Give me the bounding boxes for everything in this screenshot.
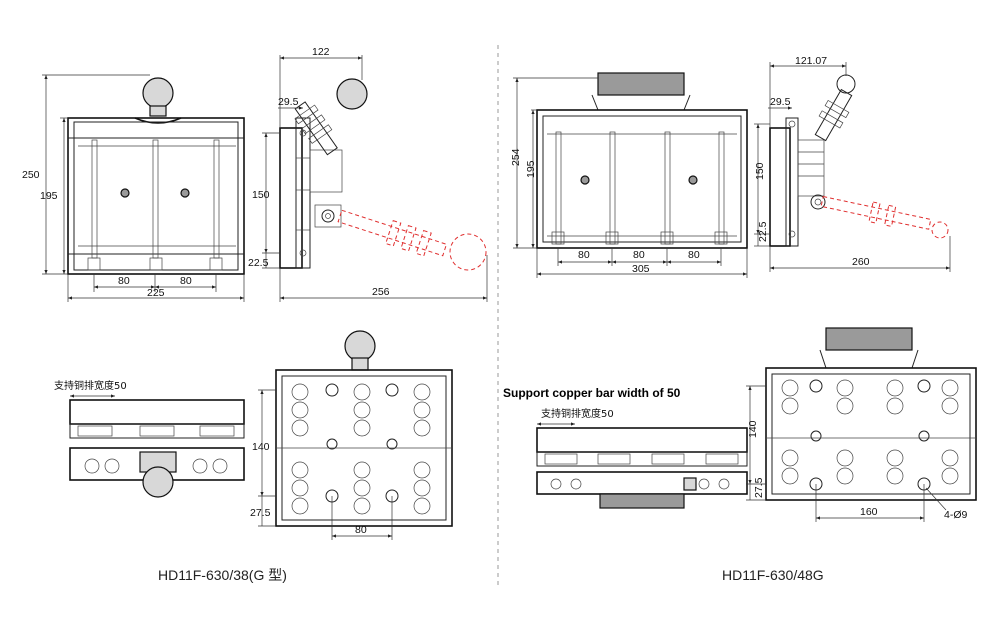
rs-dim-sweep-width: 260 — [852, 256, 870, 268]
rf-dim-pitch-2: 80 — [633, 249, 645, 261]
right-bottom-view: Support copper bar width of 50 支持铜排宽度50 — [503, 386, 748, 509]
side-dim-offset-top: 29.5 — [278, 96, 299, 108]
rs-dim-offset-top: 29.5 — [770, 96, 791, 108]
rf-dim-height-body: 195 — [525, 160, 537, 178]
right-copper-note: 支持铜排宽度50 — [541, 407, 614, 420]
left-front-view: 250 195 80 80 225 — [22, 74, 245, 302]
right-rear-view: 140 27.5 160 4-Ø9 — [746, 327, 977, 522]
left-rear-view: 140 27.5 80 — [250, 330, 453, 540]
right-front-view: 254 195 80 80 80 305 — [510, 72, 748, 278]
rf-dim-height-total: 254 — [510, 148, 522, 166]
dim-pitch-2: 80 — [180, 275, 192, 287]
side-dim-offset-bottom: 22.5 — [248, 257, 269, 269]
rr-dim-holes: 4-Ø9 — [944, 509, 968, 521]
right-model-caption: HD11F-630/48G — [722, 567, 824, 583]
left-model-caption: HD11F-630/38(G 型) — [158, 567, 287, 583]
english-copper-note: Support copper bar width of 50 — [503, 386, 681, 400]
side-dim-top-width: 122 — [312, 46, 330, 58]
rr-dim-bottom-offset: 27.5 — [753, 477, 765, 498]
right-side-view: 121.07 29.5 150 22.5 260 — [754, 55, 951, 272]
rs-dim-offset-bottom: 22.5 — [757, 221, 769, 242]
rear-dim-bottom-offset: 27.5 — [250, 507, 271, 519]
rear-dim-pitch: 80 — [355, 524, 367, 536]
rear-dim-height: 140 — [252, 441, 270, 453]
rf-dim-pitch-3: 80 — [688, 249, 700, 261]
left-side-view: 122 29.5 150 22.5 256 — [248, 46, 488, 302]
rs-dim-top-width: 121.07 — [795, 55, 827, 67]
rf-dim-width: 305 — [632, 263, 650, 275]
dim-width: 225 — [147, 287, 165, 299]
rf-dim-pitch-1: 80 — [578, 249, 590, 261]
side-dim-height: 150 — [252, 189, 270, 201]
left-copper-note: 支持铜排宽度50 — [54, 379, 127, 392]
dim-height-body: 195 — [40, 190, 58, 202]
left-bottom-view: 支持铜排宽度50 — [54, 379, 245, 498]
rr-dim-pitch: 160 — [860, 506, 878, 518]
side-dim-sweep-width: 256 — [372, 286, 390, 298]
rr-dim-height: 140 — [747, 420, 759, 438]
dim-height-total: 250 — [22, 169, 40, 181]
dim-pitch-1: 80 — [118, 275, 130, 287]
rs-dim-height: 150 — [754, 162, 766, 180]
